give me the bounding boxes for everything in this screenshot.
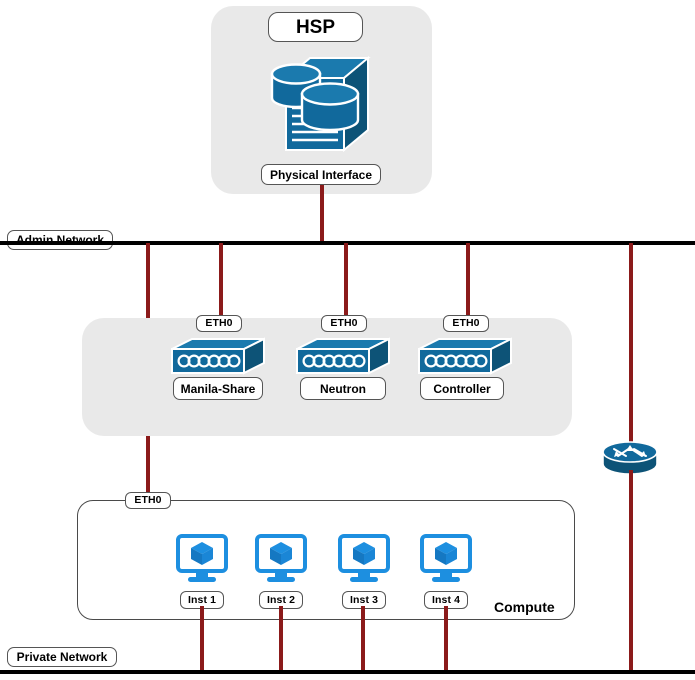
compute-label: Compute bbox=[494, 599, 555, 615]
controller-nic-label: ETH0 bbox=[443, 315, 489, 332]
neutron-label: Neutron bbox=[300, 377, 386, 400]
admin-network-label: Admin Network bbox=[7, 230, 113, 250]
router-icon bbox=[600, 440, 660, 480]
link-inst-2-to-private bbox=[279, 606, 283, 672]
instance-monitor-icon bbox=[254, 533, 308, 585]
neutron-nic-label: ETH0 bbox=[321, 315, 367, 332]
link-inst-1-to-private bbox=[200, 606, 204, 672]
link-admin-to-router bbox=[629, 243, 633, 453]
link-admin-to-neutron bbox=[344, 243, 348, 315]
link-hsp-to-admin bbox=[320, 185, 324, 243]
switch-icon bbox=[295, 337, 391, 377]
controller-label: Controller bbox=[420, 377, 504, 400]
instance-monitor-icon bbox=[337, 533, 391, 585]
switch-icon bbox=[417, 337, 513, 377]
private-network-bus bbox=[0, 670, 695, 674]
link-admin-to-manila-share bbox=[219, 243, 223, 315]
compute-nic-label: ETH0 bbox=[125, 492, 171, 509]
instance-monitor-icon bbox=[175, 533, 229, 585]
manila-share-label: Manila-Share bbox=[173, 377, 263, 400]
link-inst-4-to-private bbox=[444, 606, 448, 672]
storage-server-icon bbox=[258, 50, 371, 160]
compute-box bbox=[77, 500, 575, 620]
physical-interface-label: Physical Interface bbox=[261, 164, 381, 185]
hsp-title-label: HSP bbox=[268, 12, 363, 42]
link-admin-to-controller bbox=[466, 243, 470, 315]
link-router-to-private bbox=[629, 470, 633, 672]
switch-icon bbox=[170, 337, 266, 377]
manila-share-nic-label: ETH0 bbox=[196, 315, 242, 332]
link-inst-3-to-private bbox=[361, 606, 365, 672]
private-network-label: Private Network bbox=[7, 647, 117, 667]
instance-monitor-icon bbox=[419, 533, 473, 585]
